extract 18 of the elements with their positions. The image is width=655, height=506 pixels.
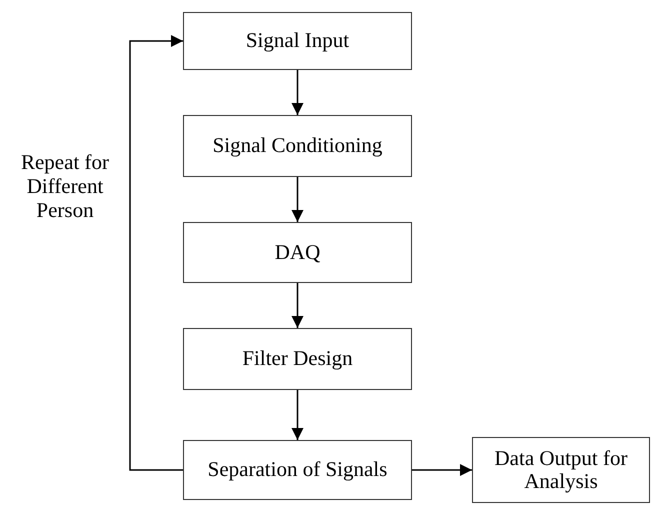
process-box (183, 440, 412, 500)
arrow (292, 70, 304, 115)
arrow (292, 390, 304, 440)
arrow (292, 177, 304, 222)
process-box (183, 115, 412, 177)
box-label: DAQ (274, 240, 320, 264)
box-label: Data Output for Analysis (494, 446, 628, 494)
box-label: Signal Input (246, 29, 350, 53)
process-box (183, 222, 412, 283)
process-box (472, 437, 650, 503)
arrow (292, 283, 304, 328)
arrow (412, 464, 472, 476)
arrow (129, 35, 183, 471)
box-label: Filter Design (242, 347, 353, 371)
process-box (183, 328, 412, 390)
box-label: Signal Conditioning (212, 134, 382, 158)
process-box (183, 12, 412, 70)
box-label: Separation of Signals (208, 458, 388, 482)
